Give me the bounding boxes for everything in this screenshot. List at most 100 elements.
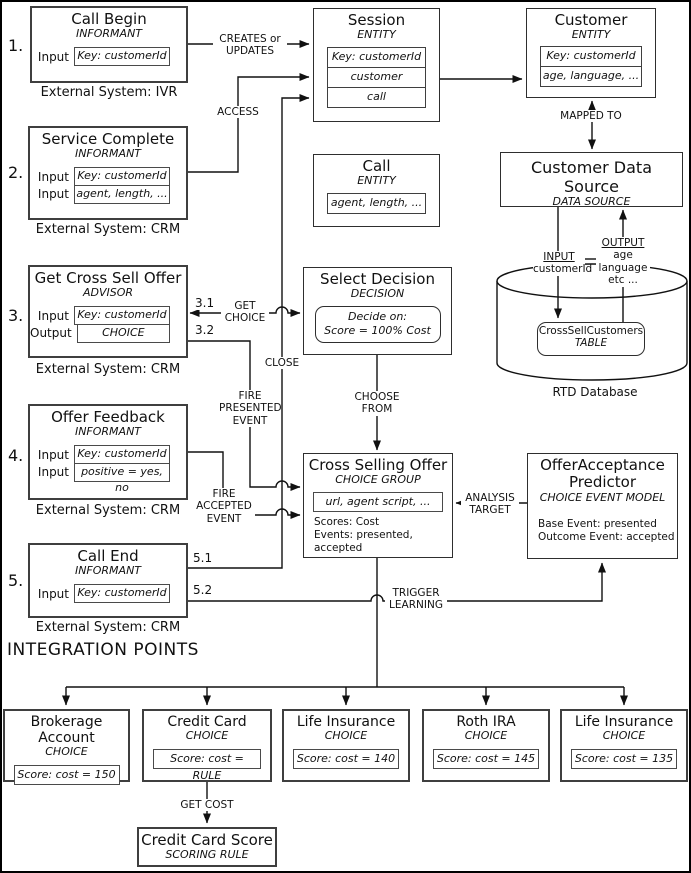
io-field: Key: customerId — [74, 445, 170, 465]
edge-fire-accepted — [188, 451, 301, 519]
entity-fields: agent, length, ... — [327, 193, 426, 215]
choice-credit-card-box: Credit Card CHOICE Score: cost = RULE — [142, 709, 272, 782]
edge-access — [188, 73, 310, 173]
choice-score: Score: cost = 145 — [433, 748, 539, 769]
edge-label-line: UPDATES — [226, 45, 274, 58]
io-row: Output CHOICE — [30, 323, 186, 343]
edge-close — [188, 94, 310, 569]
external-system-caption: External System: CRM — [35, 362, 181, 377]
box-title: Call End — [77, 547, 139, 565]
external-system-caption: External System: CRM — [35, 503, 181, 518]
database-cylinder-body — [496, 281, 688, 381]
edge-label-line: FIRE — [238, 390, 262, 402]
io-label: Input — [37, 586, 69, 601]
box-title: Brokerage Account — [30, 714, 103, 747]
box-type: INFORMANT — [74, 147, 142, 161]
edge-label-trigger-learning: TRIGGER LEARNING — [385, 587, 447, 612]
edge-label-line: TARGET — [469, 504, 511, 517]
integration-points-heading: INTEGRATION POINTS — [7, 640, 199, 660]
table-type: TABLE — [574, 337, 608, 350]
edge-fire-presented — [188, 340, 301, 491]
box-type: DATA SOURCE — [552, 195, 631, 209]
edge-label-line: EVENT — [232, 414, 268, 427]
box-title-line: OfferAcceptance — [540, 456, 665, 474]
table-title: CrossSellCustomers — [538, 325, 644, 337]
rtd-database-label: RTD Database — [552, 385, 638, 399]
cross-sell-customers-table: CrossSellCustomers TABLE — [537, 322, 645, 356]
edge-number-3-2: 3.2 — [195, 323, 215, 337]
edge-label-access: ACCESS — [212, 106, 264, 119]
io-label: Input — [37, 465, 69, 480]
box-type: ENTITY — [357, 174, 396, 188]
edge-label-line: FIRE — [212, 488, 236, 500]
box-title: Customer — [554, 11, 628, 29]
edge-label-output: OUTPUT age language etc ... — [596, 237, 650, 287]
choice-score: Score: cost = RULE — [153, 748, 261, 782]
external-system-caption: External System: CRM — [35, 620, 181, 635]
box-type: INFORMANT — [74, 425, 142, 439]
edge-label-line: language — [598, 261, 648, 274]
io-row: Input positive = yes, no — [30, 462, 186, 494]
box-type: ADVISOR — [82, 286, 134, 300]
io-field: Key: customerId — [74, 306, 170, 326]
customer-entity-box: Customer ENTITY Key: customerId age, lan… — [526, 8, 656, 98]
predictor-base-event: Base Event: presented — [538, 518, 657, 531]
io-field: Key: customerId — [74, 167, 170, 187]
edge-label-line: customerId — [533, 263, 593, 276]
edge-label-mapped-to: MAPPED TO — [557, 110, 625, 123]
box-title: Session — [347, 11, 406, 29]
box-title: Select Decision — [320, 270, 435, 288]
edge-trigger-learning — [188, 562, 606, 602]
offer-scores: Scores: Cost — [314, 516, 380, 529]
choice-score: Score: cost = 135 — [571, 748, 677, 769]
edge-label-get-choice: GET CHOICE — [221, 300, 269, 325]
credit-card-score-box: Credit Card Score SCORING RULE — [137, 827, 277, 867]
box-title: Call — [362, 157, 391, 175]
external-system-caption: External System: IVR — [40, 85, 178, 100]
box-title: Customer Data Source — [530, 158, 652, 196]
entity-fields: Key: customerId age, language, ... — [540, 46, 642, 88]
edge-label-line: PRESENTED — [219, 402, 282, 415]
io-field: CHOICE — [76, 323, 170, 343]
choice-score: Score: cost = 150 — [13, 765, 120, 786]
box-type: CHOICE GROUP — [335, 473, 421, 487]
point-number-1: 1. — [8, 36, 24, 55]
edge-label-line: EVENT — [206, 512, 242, 525]
box-title-line: Predictor — [568, 473, 636, 492]
offer-field: url, agent script, ... — [313, 492, 443, 513]
edge-label-line: INPUT — [543, 251, 575, 263]
edge-label-line: ANALYSIS — [465, 492, 515, 504]
offer-feedback-box: Offer Feedback INFORMANT Input Key: cust… — [28, 404, 188, 500]
box-title: Life Insurance — [296, 714, 396, 730]
io-row: Input Key: customerId — [32, 47, 186, 67]
choice-life-insurance-box-2: Life Insurance CHOICE Score: cost = 135 — [560, 709, 688, 782]
entity-field: Key: customerId — [328, 48, 425, 69]
edge-number-3-1: 3.1 — [195, 296, 215, 310]
choice-score: Score: cost = 140 — [293, 748, 399, 769]
box-type: CHOICE — [185, 729, 229, 743]
entity-field: Key: customerId — [541, 47, 641, 68]
edge-label-close: CLOSE — [262, 357, 302, 370]
customer-data-source-box: Customer Data Source DATA SOURCE — [500, 152, 683, 209]
box-title: Offer Feedback — [51, 408, 165, 426]
point-number-2: 2. — [8, 163, 24, 182]
io-label: Input — [37, 187, 69, 202]
io-field: Key: customerId — [74, 47, 170, 67]
predictor-outcome-event: Outcome Event: accepted — [538, 531, 675, 544]
edge-label-choose-from: CHOOSE FROM — [352, 391, 402, 416]
edge-label-line: LEARNING — [389, 599, 443, 612]
box-type: CHOICE — [45, 745, 88, 759]
io-label: Input — [37, 447, 69, 462]
edge-label-line: CREATES or — [219, 33, 281, 45]
io-row: Input agent, length, ... — [30, 184, 186, 204]
box-title: Life Insurance — [574, 714, 674, 730]
box-type: CHOICE — [324, 729, 368, 743]
io-row: Input Key: customerId — [30, 445, 186, 465]
entity-field: agent, length, ... — [330, 196, 423, 210]
box-type: SCORING RULE — [165, 848, 249, 862]
box-type: INFORMANT — [74, 564, 142, 578]
box-type: CHOICE — [602, 729, 646, 743]
box-title: Call Begin — [71, 10, 147, 28]
io-field: Key: customerId — [74, 584, 170, 604]
